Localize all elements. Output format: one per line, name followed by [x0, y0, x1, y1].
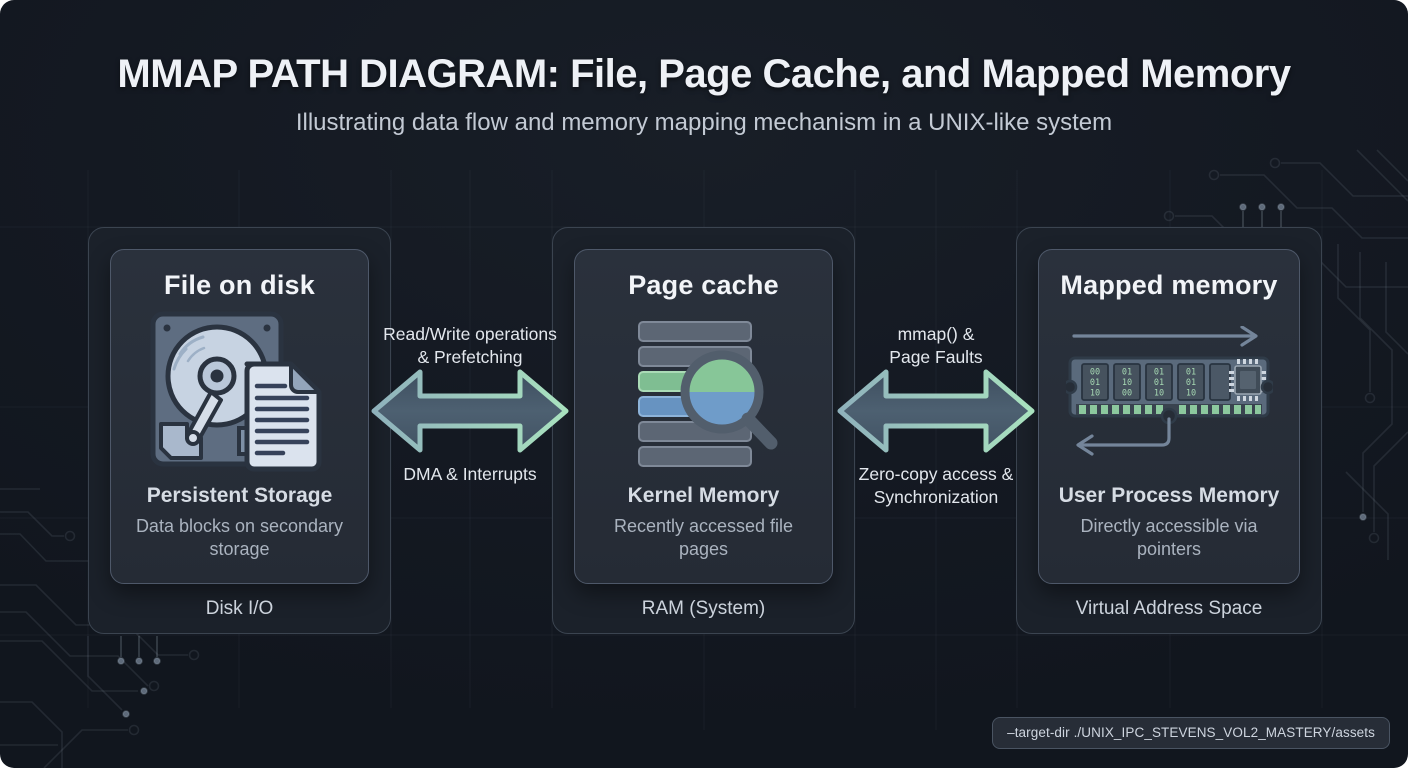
card-page-cache: Page cache — [574, 249, 833, 584]
arrow-top-label: mmap() & Page Faults — [889, 324, 983, 368]
arrow-group-disk-to-cache: Read/Write operations & Prefetching DMA … — [370, 323, 570, 486]
double-arrow-icon — [837, 369, 1035, 453]
map-return-arrow — [1075, 417, 1171, 457]
svg-text:10: 10 — [1121, 378, 1131, 388]
panel-outer-label-virtual-address-space: Virtual Address Space — [1075, 598, 1263, 619]
page-cache-magnifier-icon — [625, 301, 783, 484]
card-mapped-memory: Mapped memory — [1038, 249, 1300, 584]
arrow-bottom-label: DMA & Interrupts — [403, 464, 537, 484]
card-file-on-disk: File on disk — [110, 249, 369, 584]
panel-outer-label-disk-io: Disk I/O — [205, 598, 274, 619]
svg-text:10: 10 — [1185, 389, 1195, 399]
card-title-mapped-memory: Mapped memory — [1060, 270, 1278, 300]
svg-text:01: 01 — [1185, 368, 1195, 378]
panel-page-cache: Page cache — [552, 227, 855, 634]
ram-module-icon: 00 01 10 01 10 00 01 01 10 01 01 10 — [1065, 301, 1273, 484]
controller-chip — [1228, 359, 1266, 402]
double-arrow-icon — [371, 369, 569, 453]
card-subheading-page-cache: Kernel Memory — [627, 483, 780, 507]
card-description-file-on-disk: Data blocks on secondary storage — [135, 515, 344, 559]
panel-file-on-disk: File on disk — [88, 227, 391, 634]
svg-text:01: 01 — [1121, 368, 1131, 378]
map-forward-arrow — [1071, 326, 1258, 348]
svg-text:01: 01 — [1153, 368, 1163, 378]
page-header: MMAP PATH DIAGRAM: File, Page Cache, and… — [0, 0, 1408, 137]
svg-text:01: 01 — [1153, 378, 1163, 388]
card-description-mapped-memory: Directly accessible via pointers — [1080, 515, 1258, 559]
arrow-bottom-label: Zero-copy access & Synchronization — [858, 464, 1014, 508]
card-title-page-cache: Page cache — [628, 270, 779, 300]
target-dir-caption: –target-dir ./UNIX_IPC_STEVENS_VOL2_MAST… — [992, 717, 1390, 749]
page-title: MMAP PATH DIAGRAM: File, Page Cache, and… — [117, 52, 1291, 96]
svg-text:01: 01 — [1089, 378, 1099, 388]
card-title-file-on-disk: File on disk — [164, 270, 315, 300]
card-description-page-cache: Recently accessed file pages — [613, 515, 794, 559]
card-subheading-mapped-memory: User Process Memory — [1058, 483, 1280, 507]
svg-text:01: 01 — [1185, 378, 1195, 388]
svg-text:00: 00 — [1121, 389, 1131, 399]
arrow-top-label: Read/Write operations & Prefetching — [383, 324, 557, 368]
svg-text:10: 10 — [1153, 389, 1163, 399]
panel-mapped-memory: Mapped memory — [1016, 227, 1322, 634]
page-subtitle: Illustrating data flow and memory mappin… — [295, 109, 1113, 136]
arrow-group-cache-to-mapped: mmap() & Page Faults Zero-copy access & … — [836, 323, 1036, 509]
card-subheading-file-on-disk: Persistent Storage — [146, 483, 333, 507]
svg-text:00: 00 — [1089, 368, 1099, 378]
hdd-document-icon — [147, 301, 333, 484]
svg-text:10: 10 — [1089, 389, 1099, 399]
panel-outer-label-ram-system: RAM (System) — [641, 598, 766, 619]
